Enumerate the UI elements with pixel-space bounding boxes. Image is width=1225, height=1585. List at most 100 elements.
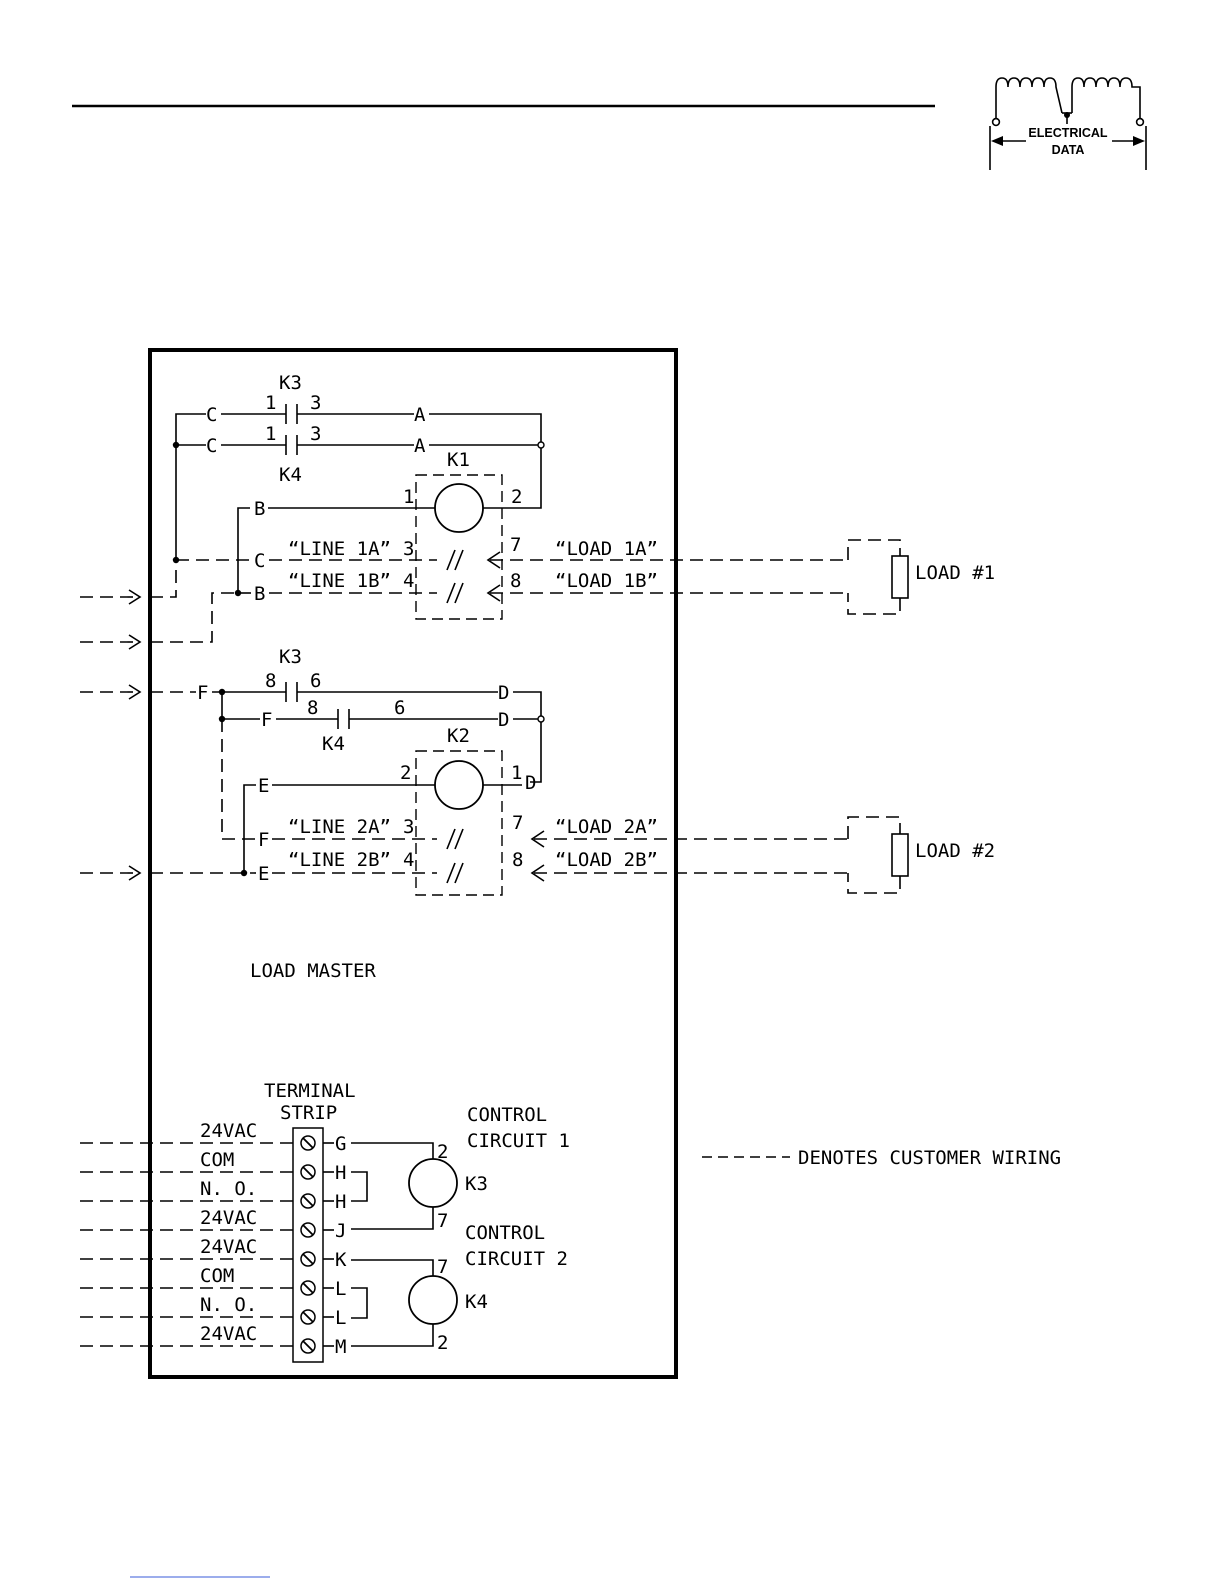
- terminal-a-1: A: [414, 404, 426, 426]
- control-circuit-1: CONTROL CIRCUIT 1 2 7 K3: [351, 1104, 570, 1232]
- k4-coil-pin7: 7: [437, 1256, 448, 1278]
- wire-label-1: 24VAC: [200, 1120, 257, 1142]
- line-1b-label: “LINE 1B”: [288, 570, 391, 592]
- terminal-f-2: F: [261, 709, 272, 731]
- k2-contact-pin4: 4: [403, 849, 414, 871]
- badge-title-line1: ELECTRICAL: [1028, 126, 1108, 140]
- k4-contact-pin3: 3: [310, 423, 321, 445]
- screw-slot: [302, 1137, 314, 1149]
- terminal-letter-8: M: [335, 1336, 346, 1358]
- terminal-strip-title-1: TERMINAL: [264, 1080, 356, 1102]
- wire-label-4: 24VAC: [200, 1207, 257, 1229]
- relay-label-k3-mid: K3: [279, 646, 302, 668]
- wire-label-5: 24VAC: [200, 1236, 257, 1258]
- k1-contact-pin7: 7: [510, 534, 521, 556]
- terminal-letter-5: K: [335, 1249, 347, 1271]
- k1-coil-icon: [434, 483, 484, 533]
- terminal-block: [292, 1127, 324, 1363]
- terminal-d-3: D: [525, 772, 536, 794]
- terminal-f-1: F: [197, 682, 208, 704]
- terminal-letter-7: L: [335, 1307, 346, 1329]
- k3-coil-label: K3: [465, 1173, 488, 1195]
- terminal-b-line: B: [254, 583, 265, 605]
- screw-slot: [302, 1253, 314, 1265]
- terminal-letter-4: J: [335, 1220, 346, 1242]
- relay-label-k4-top: K4: [279, 464, 302, 486]
- terminal-d-1: D: [498, 682, 509, 704]
- panel-title: LOAD MASTER: [250, 960, 376, 982]
- circuit-1: K3 K4 C 1 3 A C 1 3 A K1 1 2 B: [80, 372, 995, 650]
- load-master-panel: [148, 348, 678, 1379]
- k2-contact-pin7: 7: [512, 812, 523, 834]
- screw-slot: [302, 1282, 314, 1294]
- load-1-resistor-icon: [891, 555, 909, 599]
- coil-right-icon: [1071, 77, 1141, 120]
- control-2-title-1: CONTROL: [465, 1222, 545, 1244]
- k1-contact-pin3: 3: [403, 538, 414, 560]
- k1-contact-pin4: 4: [403, 570, 414, 592]
- screw-slot: [302, 1340, 314, 1352]
- wire-label-6: COM: [200, 1265, 234, 1287]
- legend-text: DENOTES CUSTOMER WIRING: [798, 1147, 1061, 1169]
- circuit-2: K3 F 8 6 D F 8 6 D K4 D K2 2 1: [80, 646, 995, 896]
- k2-coil-pin2: 2: [400, 762, 411, 784]
- terminal-b-coil: B: [254, 498, 265, 520]
- relay-label-k1: K1: [447, 449, 470, 471]
- legend: DENOTES CUSTOMER WIRING: [702, 1147, 1061, 1169]
- terminal-c-line: C: [254, 550, 265, 572]
- terminal-letter-3: H: [335, 1191, 346, 1213]
- load-2-resistor-icon: [891, 833, 909, 877]
- k1-contact-pin8: 8: [510, 570, 521, 592]
- k2-coil-pin1: 1: [511, 762, 522, 784]
- screw-slot: [302, 1311, 314, 1323]
- relay-label-k2: K2: [447, 725, 470, 747]
- k3-contact-pin6: 6: [310, 670, 321, 692]
- screw-slot: [302, 1224, 314, 1236]
- load-1a-label: “LOAD 1A”: [555, 538, 658, 560]
- wire-label-2: COM: [200, 1149, 234, 1171]
- wire-label-8: 24VAC: [200, 1323, 257, 1345]
- k4-coil-label: K4: [465, 1291, 488, 1313]
- relay-k2-enclosure: [415, 750, 503, 896]
- control-circuit-2: CONTROL CIRCUIT 2 7 2 K4: [351, 1222, 568, 1354]
- k3-contact-pin1: 1: [265, 392, 276, 414]
- load-2a-label: “LOAD 2A”: [555, 816, 658, 838]
- k3-contact-pin8: 8: [265, 670, 276, 692]
- k2-contact-pin8: 8: [512, 849, 523, 871]
- relay-k1-enclosure: [415, 474, 503, 620]
- terminal-a-2: A: [414, 435, 426, 457]
- k4-coil-pin2: 2: [437, 1332, 448, 1354]
- wire-label-7: N. O.: [200, 1294, 257, 1316]
- load-1-label: LOAD #1: [915, 562, 995, 584]
- line-1a-label: “LINE 1A”: [288, 538, 391, 560]
- terminal-c-1: C: [206, 404, 217, 426]
- terminal-strip-title-2: STRIP: [280, 1102, 337, 1124]
- line-2b-label: “LINE 2B”: [288, 849, 391, 871]
- k2-contact-pin3: 3: [403, 816, 414, 838]
- screw-slot: [302, 1166, 314, 1178]
- electrical-data-badge: ELECTRICAL DATA: [989, 77, 1147, 170]
- k4-contact-pin6: 6: [394, 697, 405, 719]
- terminal-letter-1: G: [335, 1133, 346, 1155]
- terminal-f-line: F: [258, 829, 269, 851]
- terminal-c-2: C: [206, 435, 217, 457]
- control-1-title-1: CONTROL: [467, 1104, 547, 1126]
- relay-label-k4-mid: K4: [322, 733, 345, 755]
- k4-contact-pin1: 1: [265, 423, 276, 445]
- load-2-label: LOAD #2: [915, 840, 995, 862]
- terminal-d-2: D: [498, 709, 509, 731]
- terminal-e-coil: E: [258, 775, 269, 797]
- control-1-title-2: CIRCUIT 1: [467, 1130, 570, 1152]
- load-1b-label: “LOAD 1B”: [555, 570, 658, 592]
- terminal-letter-6: L: [335, 1278, 346, 1300]
- k1-coil-pin2: 2: [511, 486, 522, 508]
- coil-left-icon: [995, 77, 1063, 120]
- k2-coil-icon: [434, 760, 484, 810]
- control-2-title-2: CIRCUIT 2: [465, 1248, 568, 1270]
- k4-contact-pin8: 8: [307, 697, 318, 719]
- terminal-e-line: E: [258, 863, 269, 885]
- k3-coil-icon: [408, 1158, 458, 1208]
- load-2b-label: “LOAD 2B”: [555, 849, 658, 871]
